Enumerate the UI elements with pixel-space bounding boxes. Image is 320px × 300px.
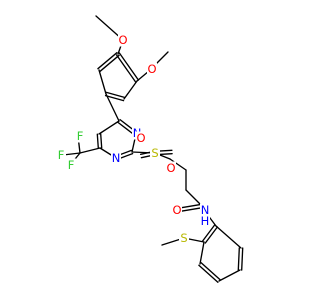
molecule-structure-diagram: OONNSOOFFFONHS — [56, 15, 244, 283]
double-bond-a5-a1-b — [97, 52, 118, 70]
atom-labels-group: OONNSOOFFFONHS — [56, 33, 210, 245]
double-bond-b5-b6-a — [241, 247, 244, 271]
atom-label-s-thioether: S — [180, 231, 187, 245]
double-bond-a3-a4-a — [105, 91, 126, 99]
atom-label-n-pyrimidine-lower: N — [112, 151, 121, 165]
single-bond-ch3-cam — [185, 189, 203, 207]
atom-label-background — [118, 33, 128, 47]
atom-label-background — [179, 231, 189, 245]
single-bond-a4-c4 — [105, 93, 120, 122]
atom-label-o-sulfonyl-right: O — [166, 161, 175, 175]
atom-label-h-amide: H — [201, 214, 210, 228]
atom-label-o-sulfonyl-left: O — [136, 131, 145, 145]
atom-label-background — [172, 203, 182, 217]
single-bond-a2-a3 — [123, 80, 138, 100]
double-bond-b1-b2-b — [204, 226, 219, 244]
atom-label-background — [150, 146, 160, 160]
atom-label-background — [136, 131, 146, 145]
double-bond-a1-a2-b — [118, 52, 140, 81]
atom-label-s-sulfonyl: S — [151, 146, 158, 160]
double-bond-b5-b6-b — [237, 247, 240, 271]
atom-label-background — [75, 129, 85, 143]
atom-label-o-methoxy-top: O — [118, 33, 127, 47]
atom-label-background — [66, 158, 76, 172]
single-bond-b4-b5 — [218, 269, 241, 282]
molecule-svg: OONNSOOFFFONHS — [56, 15, 244, 283]
atom-label-n-amide: N — [201, 203, 210, 217]
double-bond-a5-a1-a — [99, 54, 120, 72]
single-bond-b2-b3 — [199, 241, 205, 265]
single-bond-c6-cf3 — [79, 147, 101, 154]
double-bond-b3-b4-a — [198, 264, 219, 283]
single-bond-b6-b1 — [215, 225, 242, 249]
atom-label-f-left: F — [58, 148, 65, 162]
single-bond-a4-a5 — [98, 69, 107, 95]
double-bond-b3-b4-b — [200, 262, 221, 281]
atom-label-background — [166, 161, 176, 175]
atom-label-o-methoxy-right: O — [147, 62, 156, 76]
atom-label-f-top: F — [77, 129, 84, 143]
double-bond-a3-a4-b — [104, 94, 125, 102]
atom-label-background — [200, 203, 210, 217]
double-bond-b1-b2-a — [201, 224, 216, 242]
single-bond-ch1-ch2 — [169, 158, 187, 171]
atom-label-o-amide: O — [172, 203, 181, 217]
double-bond-cam-oam-b — [177, 207, 203, 213]
double-bond-c6-c5-b — [96, 133, 99, 149]
atom-label-f-bottom: F — [68, 158, 75, 172]
atom-label-background — [147, 62, 157, 76]
atom-label-background — [200, 214, 210, 228]
atom-label-background — [56, 148, 66, 162]
single-bond-c5-c4 — [98, 120, 120, 135]
atom-label-background — [111, 151, 121, 165]
double-bond-c6-c5-a — [100, 133, 103, 149]
double-bond-a1-a2-a — [115, 54, 137, 83]
